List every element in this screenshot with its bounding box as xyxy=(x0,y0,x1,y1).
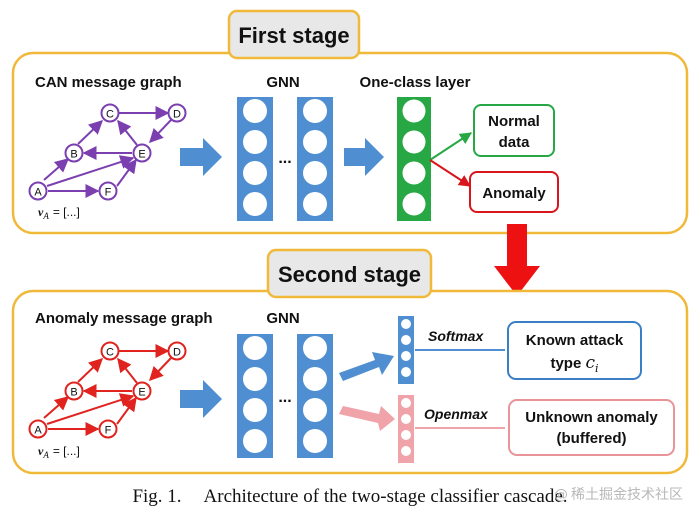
graph-node-label: F xyxy=(105,187,112,199)
figure-number: Fig. 1. xyxy=(132,486,182,507)
graph-node-e xyxy=(132,143,152,163)
graph-node-label: A xyxy=(34,425,42,437)
graph-node-f xyxy=(98,181,118,201)
unknown-anomaly-box xyxy=(508,399,675,456)
graph-node-label: D xyxy=(173,109,181,121)
can-graph-label: CAN message graph xyxy=(35,74,182,91)
gnn-layer xyxy=(297,334,333,458)
graph-node-d xyxy=(167,341,187,361)
graph-edge xyxy=(46,155,135,187)
gnn-layer xyxy=(297,97,333,221)
unknown-anomaly-label: Unknown anomaly xyxy=(525,409,658,426)
oneclass-layer xyxy=(397,97,431,221)
flow-arrow-icon xyxy=(180,138,222,176)
watermark: @稀土掘金技术社区 xyxy=(554,484,686,504)
graph-node-label: D xyxy=(173,347,181,359)
feature-vector-label: vA= [...] xyxy=(38,205,80,221)
gnn-layer xyxy=(237,334,273,458)
softmax-layer xyxy=(398,316,414,384)
figure-caption: Fig. 1. Architecture of the two-stage cla… xyxy=(0,486,700,508)
watermark-text: 稀土掘金技术社区 xyxy=(571,487,683,503)
graph-node-b xyxy=(64,381,84,401)
known-attack-label: Known attack xyxy=(526,332,624,349)
openmax-branch-arrow-icon xyxy=(339,406,395,431)
figure-caption-text: Architecture of the two-stage classifier… xyxy=(203,486,568,507)
graph-edge xyxy=(46,393,135,425)
gnn-layer xyxy=(237,97,273,221)
graph-node-label: B xyxy=(70,149,77,161)
normal-data-box xyxy=(473,104,555,157)
unknown-anomaly-label: (buffered) xyxy=(557,430,627,447)
graph-node-f xyxy=(98,419,118,439)
oneclass-label: One-class layer xyxy=(360,74,471,91)
graph-edge xyxy=(43,158,70,181)
anomaly-box xyxy=(469,171,559,213)
openmax-layer xyxy=(398,395,414,463)
softmax-label: Softmax xyxy=(428,328,484,344)
normal-data-label: Normal xyxy=(488,113,540,130)
graph-edge xyxy=(43,396,70,419)
anomaly-graph-label: Anomaly message graph xyxy=(35,310,213,327)
known-attack-label: type ci xyxy=(550,353,598,375)
layer-ellipsis: ... xyxy=(278,389,291,406)
flow-arrow-icon xyxy=(344,138,384,176)
flow-arrow-icon xyxy=(180,380,222,418)
first-stage-title-box xyxy=(227,9,361,60)
graph-node-label: C xyxy=(106,347,114,359)
first-stage: First stage CAN message graph C D B E A … xyxy=(11,9,689,235)
anomaly-message-graph: C D B E A F xyxy=(28,341,187,439)
graph-node-a xyxy=(28,181,48,201)
graph-node-label: B xyxy=(70,387,77,399)
graph-node-label: C xyxy=(106,109,114,121)
anomaly-label: Anomaly xyxy=(482,185,546,202)
graph-edge xyxy=(117,357,138,384)
second-stage-title-box xyxy=(266,248,433,299)
known-attack-box xyxy=(507,321,642,380)
graph-edge xyxy=(77,358,104,383)
feature-vector-label: vA= [...] xyxy=(38,444,80,460)
graph-edge xyxy=(149,357,172,382)
graph-edge xyxy=(77,120,104,145)
gnn-label: GNN xyxy=(266,74,299,91)
graph-node-label: E xyxy=(138,387,145,399)
graph-node-a xyxy=(28,419,48,439)
graph-node-b xyxy=(64,143,84,163)
normal-data-label: data xyxy=(499,134,531,151)
stage-transition-arrow-icon xyxy=(494,224,540,296)
layer-ellipsis: ... xyxy=(278,150,291,167)
softmax-branch-arrow-icon xyxy=(339,352,394,381)
graph-node-c xyxy=(100,103,120,123)
graph-node-d xyxy=(167,103,187,123)
graph-edge xyxy=(117,119,138,146)
graph-edge xyxy=(116,158,137,187)
first-stage-title: First stage xyxy=(238,23,349,48)
graph-node-e xyxy=(132,381,152,401)
anomaly-branch-arrow xyxy=(429,159,472,187)
graph-node-label: A xyxy=(34,187,42,199)
second-stage: Second stage Anomaly message graph C D B… xyxy=(11,248,689,475)
can-message-graph: C D B E A F xyxy=(28,103,187,201)
graph-edge xyxy=(149,119,172,144)
graph-edge xyxy=(116,396,137,425)
second-stage-title: Second stage xyxy=(278,262,421,287)
graph-node-label: E xyxy=(138,149,145,161)
openmax-label: Openmax xyxy=(424,406,489,422)
graph-node-c xyxy=(100,341,120,361)
normal-branch-arrow xyxy=(429,132,473,161)
at-icon: @ xyxy=(554,487,568,503)
graph-node-label: F xyxy=(105,425,112,437)
gnn-label: GNN xyxy=(266,310,299,327)
